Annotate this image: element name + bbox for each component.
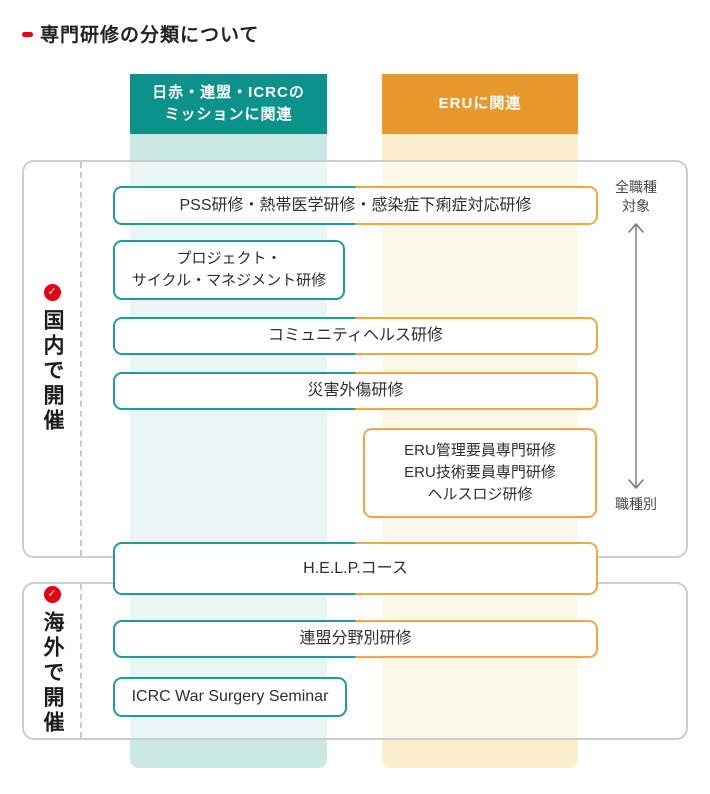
check-circle-icon: ✓ (43, 586, 61, 603)
course-label-line1: プロジェクト・ (176, 250, 282, 268)
course-box-pss: PSS研修・熱帯医学研修・感染症下痢症対応研修 (113, 186, 598, 225)
title-dash-icon (22, 32, 33, 37)
course-box-help-course: H.E.L.P.コース (113, 542, 598, 595)
course-label-line1: ERU管理要員専門研修 (404, 442, 556, 460)
column-header-mission-line2: ミッションに関連 (164, 106, 293, 123)
course-label: PSS研修・熱帯医学研修・感染症下痢症対応研修 (179, 196, 532, 214)
column-header-eru-line1: ERUに関連 (438, 95, 522, 113)
course-box-community-health: コミュニティヘルス研修 (113, 317, 598, 355)
course-box-eru-specialist: ERU管理要員専門研修 ERU技術要員専門研修 ヘルスロジ研修 (363, 428, 597, 518)
job-scope-scale: 全職種 対象 職種別 (604, 178, 668, 514)
section-domestic-label: 国内で開催 (41, 309, 64, 434)
course-label: ICRC War Surgery Seminar (131, 688, 329, 706)
course-label-line2: サイクル・マネジメント研修 (131, 272, 327, 289)
course-box-help-course-inner: H.E.L.P.コース (115, 544, 596, 593)
course-box-icrc-war-surgery: ICRC War Surgery Seminar (113, 677, 347, 717)
section-overseas-label: 海外で開催 (41, 611, 64, 736)
course-box-disaster-trauma-inner: 災害外傷研修 (115, 374, 596, 408)
course-box-community-health-inner: コミュニティヘルス研修 (115, 319, 596, 353)
overseas-label-wrap: ✓ 海外で開催 (24, 584, 80, 738)
check-circle-icon: ✓ (43, 284, 61, 301)
course-label: H.E.L.P.コース (303, 559, 408, 577)
course-box-icrc-war-surgery-inner: ICRC War Surgery Seminar (115, 679, 345, 715)
course-box-federation-sectoral: 連盟分野別研修 (113, 620, 598, 658)
scale-top-label-line1: 全職種 (615, 179, 657, 195)
domestic-label-wrap: ✓ 国内で開催 (24, 162, 80, 556)
page-title: 専門研修の分類について (40, 25, 260, 46)
course-label: 災害外傷研修 (307, 382, 404, 400)
domestic-dashed-divider (80, 162, 82, 556)
course-box-project-cycle-management: プロジェクト・ サイクル・マネジメント研修 (113, 240, 345, 300)
course-box-disaster-trauma: 災害外傷研修 (113, 372, 598, 410)
course-box-federation-sectoral-inner: 連盟分野別研修 (115, 622, 596, 656)
scale-bottom-label: 職種別 (615, 495, 657, 512)
page-title-row: 専門研修の分類について (22, 20, 259, 47)
course-box-pcm-inner: プロジェクト・ サイクル・マネジメント研修 (115, 242, 343, 298)
column-header-mission: 日赤・連盟・ICRCの ミッションに関連 (130, 74, 327, 134)
course-box-pss-inner: PSS研修・熱帯医学研修・感染症下痢症対応研修 (115, 188, 596, 223)
course-label-line3: ヘルスロジ研修 (427, 485, 533, 503)
column-header-eru: ERUに関連 (382, 74, 578, 134)
column-header-mission-line1: 日赤・連盟・ICRCの (152, 84, 305, 102)
course-label: 連盟分野別研修 (299, 630, 412, 648)
course-box-eru-specialist-inner: ERU管理要員専門研修 ERU技術要員専門研修 ヘルスロジ研修 (365, 430, 595, 516)
course-label-line2: ERU技術要員専門研修 (404, 464, 556, 482)
double-arrow-icon (628, 222, 644, 489)
course-label: コミュニティヘルス研修 (267, 327, 444, 345)
scale-top-label-line2: 対象 (622, 197, 650, 214)
overseas-dashed-divider (80, 584, 82, 738)
